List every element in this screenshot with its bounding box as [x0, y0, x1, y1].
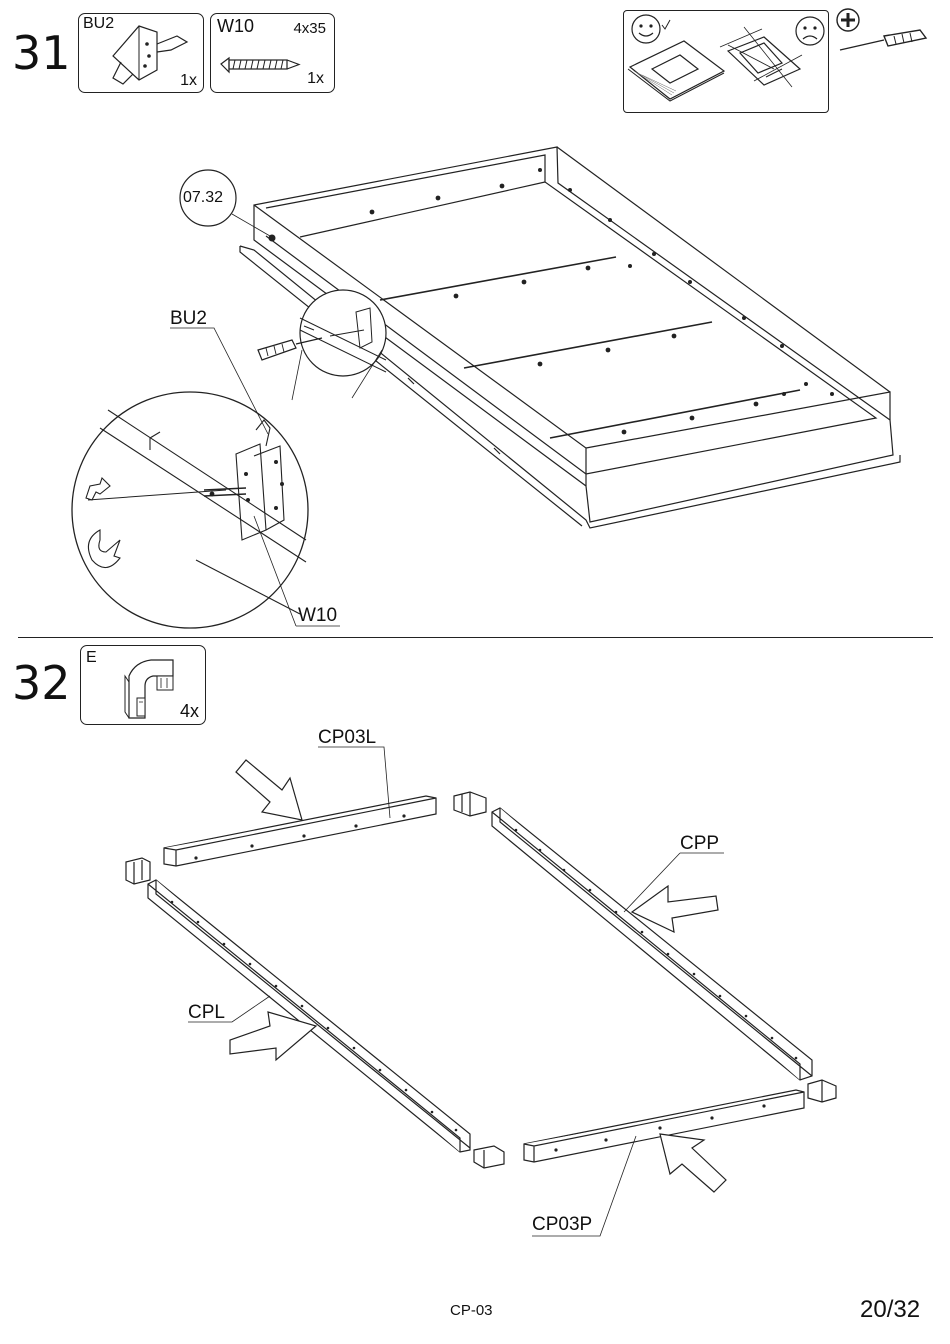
footer-model-code: CP-03: [450, 1302, 493, 1319]
callout-cp03l: CP03L: [318, 727, 376, 749]
callout-cpl: CPL: [188, 1002, 225, 1024]
callout-cp03p: CP03P: [532, 1214, 592, 1236]
page-number: 20/32: [860, 1296, 920, 1324]
callout-cpp: CPP: [680, 833, 719, 855]
arrow-bottom-rail: [660, 1134, 726, 1192]
arrow-top-rail: [236, 760, 302, 820]
